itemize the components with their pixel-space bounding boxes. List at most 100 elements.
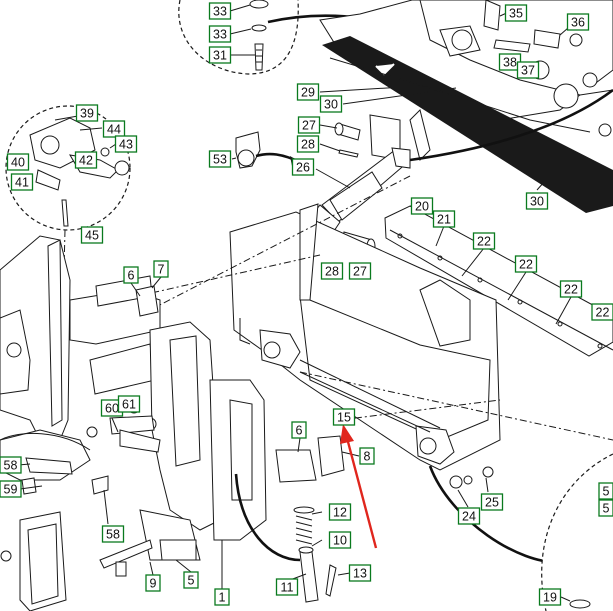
callout-number: 28 xyxy=(325,265,339,279)
callout-c26: 26 xyxy=(291,158,315,176)
callout-number: 6 xyxy=(296,424,303,438)
rubber-strip xyxy=(322,36,613,213)
red-pointer-arrow xyxy=(340,424,378,549)
callout-c5: 5 xyxy=(183,571,199,589)
callout-box xyxy=(591,303,613,321)
callout-box xyxy=(6,153,30,171)
callout-box xyxy=(74,151,98,169)
callout-box xyxy=(328,503,352,521)
callout-c28b: 28 xyxy=(320,262,344,280)
callout-box xyxy=(291,421,307,439)
callout-box xyxy=(296,135,320,153)
callout-box xyxy=(10,173,34,191)
callout-c5c: 5 xyxy=(598,499,613,517)
callout-box xyxy=(145,574,161,592)
callout-c9: 9 xyxy=(145,574,161,592)
callout-c31: 31 xyxy=(208,46,232,64)
callout-box xyxy=(332,408,356,426)
callout-c10: 10 xyxy=(328,531,352,549)
callout-c29: 29 xyxy=(296,83,320,101)
callout-box xyxy=(320,262,344,280)
callout-c22a: 22 xyxy=(472,232,496,250)
callout-box xyxy=(514,255,538,273)
callout-c33a: 33 xyxy=(208,2,232,20)
callout-box xyxy=(101,525,125,543)
callout-box xyxy=(480,493,504,511)
callout-number: 22 xyxy=(477,235,491,249)
callout-number: 60 xyxy=(105,402,119,416)
callout-number: 10 xyxy=(333,534,347,548)
callout-c22c: 22 xyxy=(559,280,583,298)
callout-c38: 38 xyxy=(498,53,522,71)
callout-c40: 40 xyxy=(6,153,30,171)
callout-number: 21 xyxy=(437,213,451,227)
detail-circle-bottom-right xyxy=(541,453,613,611)
callout-number: 20 xyxy=(415,200,429,214)
callout-box xyxy=(598,499,613,517)
callout-number: 26 xyxy=(296,161,310,175)
callout-c22b: 22 xyxy=(514,255,538,273)
callout-number: 41 xyxy=(15,176,29,190)
callout-c6b: 6 xyxy=(291,421,307,439)
callout-c13: 13 xyxy=(348,564,372,582)
callout-number: 35 xyxy=(509,7,523,21)
callout-c22d: 22 xyxy=(591,303,613,321)
long-rail xyxy=(384,205,613,357)
callout-number: 31 xyxy=(213,49,227,63)
callout-c30b: 30 xyxy=(525,192,549,210)
callout-box xyxy=(525,192,549,210)
callout-number: 9 xyxy=(150,577,157,591)
callout-box xyxy=(114,135,138,153)
callout-number: 5 xyxy=(603,502,610,516)
callout-box xyxy=(75,104,99,122)
callout-number: 25 xyxy=(485,496,499,510)
callout-number: 27 xyxy=(353,265,367,279)
callout-box xyxy=(472,232,496,250)
callout-box xyxy=(296,83,320,101)
callout-c58b: 58 xyxy=(101,525,125,543)
callout-c12: 12 xyxy=(328,503,352,521)
callout-number: 1 xyxy=(219,591,226,605)
callout-box xyxy=(153,260,169,278)
callout-c35: 35 xyxy=(504,4,528,22)
callout-box xyxy=(208,2,232,20)
detail-circle-top xyxy=(178,0,299,75)
callout-box xyxy=(598,482,613,500)
callout-c7: 7 xyxy=(153,260,169,278)
callout-c44: 44 xyxy=(102,120,126,138)
callout-number: 22 xyxy=(564,283,578,297)
callout-number: 45 xyxy=(85,229,99,243)
callout-box xyxy=(102,120,126,138)
callout-number: 30 xyxy=(324,98,338,112)
callout-number: 7 xyxy=(158,263,165,277)
callout-c45: 45 xyxy=(80,226,104,244)
callout-number: 30 xyxy=(530,195,544,209)
callout-number: 22 xyxy=(596,306,610,320)
callout-number: 38 xyxy=(503,56,517,70)
callout-c36: 36 xyxy=(566,13,590,31)
callout-c33b: 33 xyxy=(208,25,232,43)
callout-number: 5 xyxy=(603,485,610,499)
callout-c15: 15 xyxy=(332,408,356,426)
callout-box xyxy=(208,46,232,64)
callout-box xyxy=(183,571,199,589)
callout-box xyxy=(516,61,540,79)
callout-box xyxy=(297,116,321,134)
callout-box xyxy=(559,280,583,298)
callout-number: 11 xyxy=(281,581,294,595)
callout-box xyxy=(359,447,375,465)
callout-number: 22 xyxy=(519,258,533,272)
callout-c59: 59 xyxy=(0,480,22,498)
callout-box xyxy=(208,150,232,168)
callout-c25: 25 xyxy=(480,493,504,511)
callout-box xyxy=(538,588,562,606)
callout-number: 42 xyxy=(79,154,93,168)
callout-box xyxy=(123,266,139,284)
callout-number: 6 xyxy=(128,269,135,283)
callout-box xyxy=(117,395,141,413)
callout-c8: 8 xyxy=(359,447,375,465)
callout-c24: 24 xyxy=(457,507,481,525)
callout-box xyxy=(208,25,232,43)
